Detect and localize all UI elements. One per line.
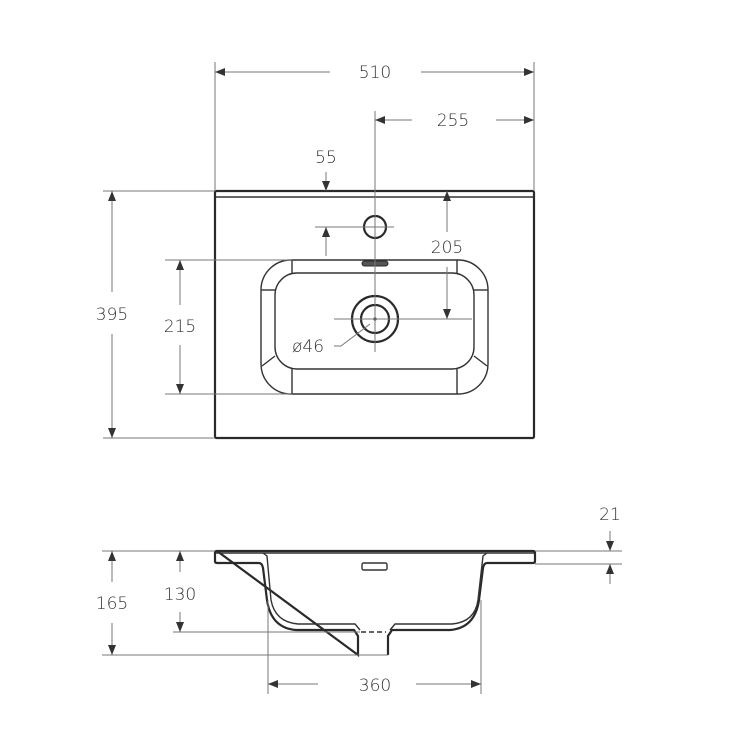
dim-center-to-edge: 255 (437, 111, 469, 131)
dim-overall-width: 510 (359, 63, 391, 83)
dim-overall-height: 165 (96, 594, 128, 614)
dim-drain-diameter: ø46 (292, 337, 324, 357)
top-view: 510 255 55 205 ø46 395 215 (96, 62, 536, 440)
bowl-corner-lines (261, 260, 488, 394)
dim-drain-offset: 205 (431, 238, 463, 258)
dim-bowl-height: 130 (164, 585, 196, 605)
dim-slab-thickness: 21 (599, 505, 621, 525)
dim-bowl-depth: 215 (164, 317, 196, 337)
side-view: 21 165 130 360 (96, 505, 622, 696)
basin-profile (213, 549, 537, 658)
dim-bowl-width: 360 (359, 676, 391, 696)
dim-faucet-offset: 55 (315, 148, 337, 168)
overflow-slot-side (361, 562, 388, 571)
dim-overall-depth: 395 (96, 305, 128, 325)
